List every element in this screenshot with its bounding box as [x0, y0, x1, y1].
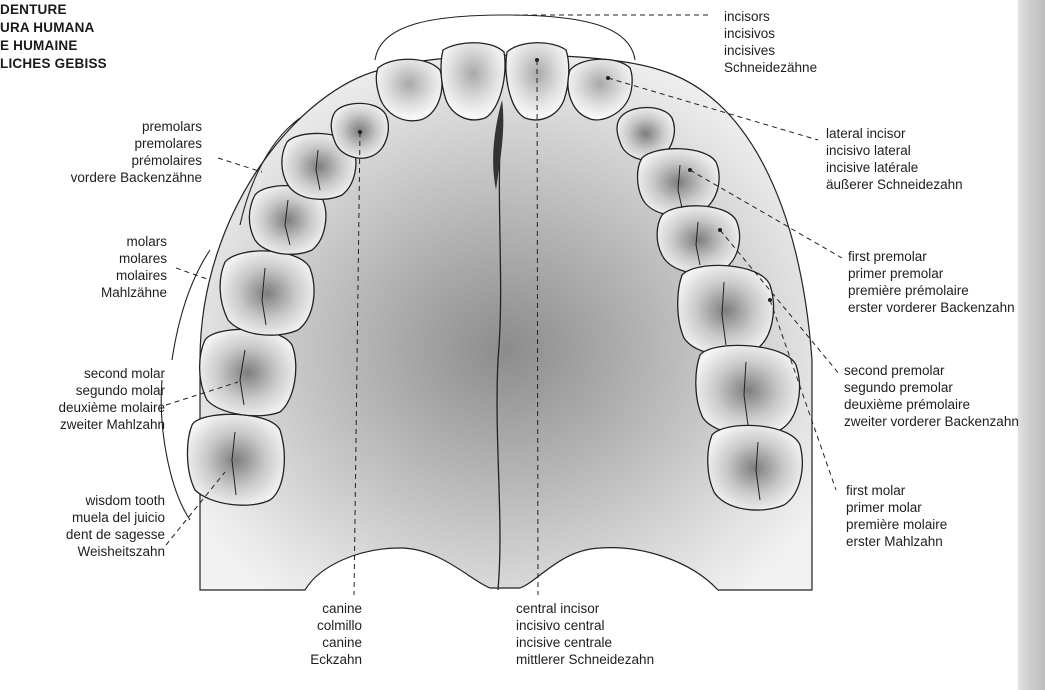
- label-line: segundo molar: [58, 382, 165, 399]
- leader-premolars: [218, 158, 262, 172]
- label-line: vordere Backenzähne: [71, 169, 202, 186]
- label-line: Weisheitszahn: [66, 543, 165, 560]
- label-line: incisive centrale: [516, 634, 654, 651]
- label-line: colmillo: [310, 617, 362, 634]
- leader-molars: [176, 268, 210, 280]
- label-line: Mahlzähne: [101, 284, 167, 301]
- tooth-left-first-molar: [220, 251, 314, 335]
- label-line: primer premolar: [848, 265, 1015, 282]
- label-line: muela del juicio: [66, 509, 165, 526]
- incisors-bracket: [375, 15, 635, 60]
- label-line: molars: [101, 233, 167, 250]
- label-line: incisivos: [724, 25, 817, 42]
- tooth-left-second-molar: [200, 329, 296, 415]
- label-line: Eckzahn: [310, 651, 362, 668]
- label-line: second premolar: [844, 362, 1019, 379]
- label-line: molaires: [101, 267, 167, 284]
- label-line: first molar: [846, 482, 947, 499]
- label-line: incisive latérale: [826, 159, 963, 176]
- label-line: dent de sagesse: [66, 526, 165, 543]
- label-line: molares: [101, 250, 167, 267]
- label-line: äußerer Schneidezahn: [826, 176, 963, 193]
- label-line: mittlerer Schneidezahn: [516, 651, 654, 668]
- label-line: première molaire: [846, 516, 947, 533]
- label-line: erster vorderer Backenzahn: [848, 299, 1015, 316]
- label-line: premolares: [71, 135, 202, 152]
- label-line: zweiter Mahlzahn: [58, 416, 165, 433]
- label-line: zweiter vorderer Backenzahn: [844, 413, 1019, 430]
- label-line: deuxième molaire: [58, 399, 165, 416]
- label-line: deuxième prémolaire: [844, 396, 1019, 413]
- label-line: prémolaires: [71, 152, 202, 169]
- label-line: second molar: [58, 365, 165, 382]
- label-line: central incisor: [516, 600, 654, 617]
- label-line: incisivo lateral: [826, 142, 963, 159]
- label-line: premolars: [71, 118, 202, 135]
- label-line: erster Mahlzahn: [846, 533, 947, 550]
- label-line: canine: [310, 634, 362, 651]
- tooth-right-second-premolar: [657, 206, 739, 274]
- label-line: Schneidezähne: [724, 59, 817, 76]
- tooth-right-wisdom: [708, 425, 803, 510]
- label-line: wisdom tooth: [66, 492, 165, 509]
- left-side-bracket: [161, 380, 190, 520]
- label-line: incisives: [724, 42, 817, 59]
- label-line: segundo premolar: [844, 379, 1019, 396]
- label-line: première prémolaire: [848, 282, 1015, 299]
- label-line: canine: [310, 600, 362, 617]
- label-line: lateral incisor: [826, 125, 963, 142]
- label-line: primer molar: [846, 499, 947, 516]
- label-line: first premolar: [848, 248, 1015, 265]
- label-line: incisivo central: [516, 617, 654, 634]
- label-line: incisors: [724, 8, 817, 25]
